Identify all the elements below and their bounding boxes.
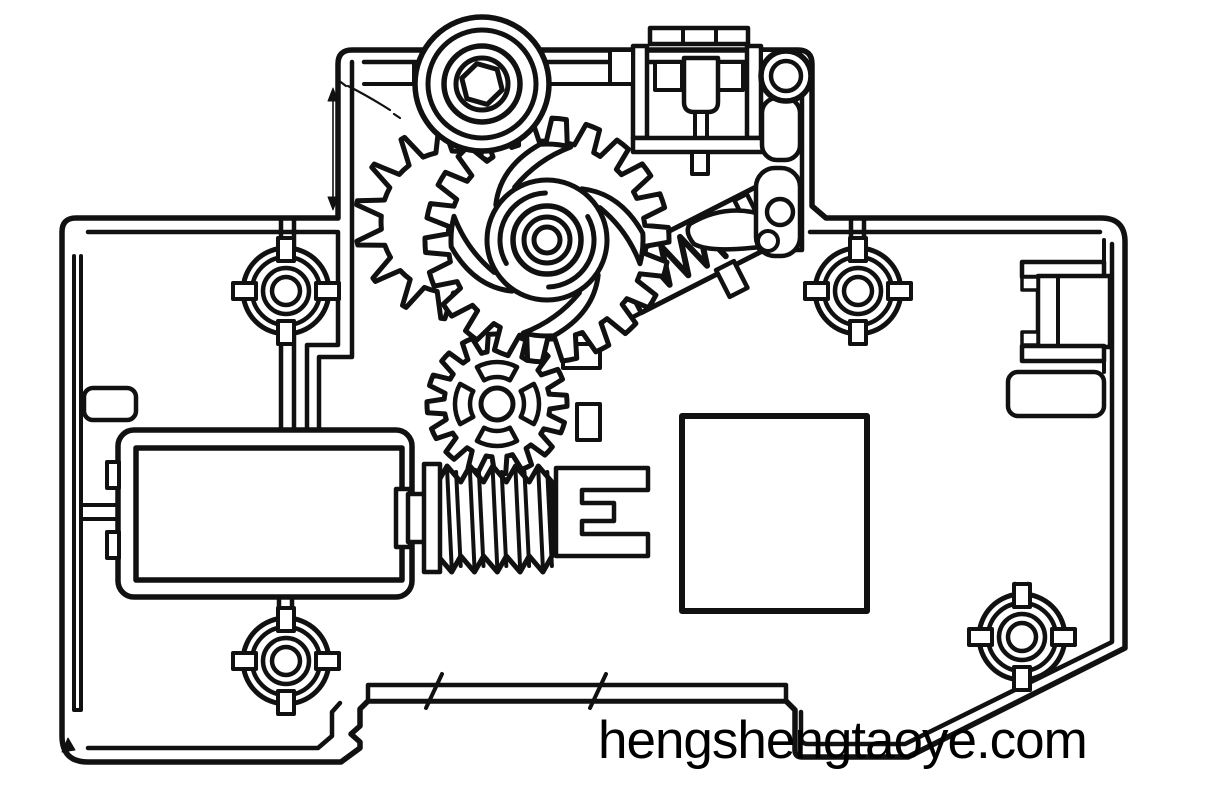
recess-flange-bottom	[1019, 343, 1107, 364]
terminal-wall-left	[630, 43, 650, 141]
motor-body	[115, 427, 415, 600]
motor-tab-lower	[105, 530, 121, 560]
mount-boss-se	[967, 582, 1077, 692]
terminal-cap	[647, 25, 751, 47]
sketch-mark	[336, 78, 402, 120]
mount-boss-se-tab-w	[967, 627, 994, 647]
mount-boss-sw-tab-e	[314, 651, 341, 671]
mount-boss-nw-tab-w	[231, 281, 258, 301]
gear-main-bore	[531, 224, 563, 256]
terminal-wing-left	[608, 48, 635, 86]
terminal-plate	[630, 135, 771, 155]
armature-lower	[753, 165, 803, 259]
partition-left-inner	[316, 59, 355, 431]
shaft-boss-ring	[425, 27, 539, 141]
recess-lower-pocket	[1005, 369, 1107, 419]
mount-boss-se-tab-e	[1050, 627, 1077, 647]
mount-boss-nw-bore	[269, 274, 303, 308]
worm-end-flange	[421, 461, 443, 575]
terminal-tab-left	[653, 60, 684, 92]
mount-boss-nw-tab-e	[314, 281, 341, 301]
dim-arrow-down	[327, 196, 339, 211]
motor-tab-upper	[105, 460, 121, 490]
dim-arrow-bottom-left	[61, 737, 76, 753]
terminal-stem-lower	[690, 150, 710, 176]
terminal-wall-right	[744, 43, 764, 141]
mount-boss-ne-bore	[841, 274, 875, 308]
terminal-plunger	[681, 55, 721, 115]
screw-head	[441, 43, 523, 125]
ledge-left	[362, 62, 416, 86]
mount-boss-se-bore	[1005, 620, 1039, 654]
shaft-boss-outer	[412, 14, 552, 154]
mount-boss-se-tab-s	[1012, 665, 1032, 692]
case-inner-right	[798, 229, 1115, 747]
screw-hole-inner	[768, 58, 804, 94]
mount-boss-ne-tab-n	[848, 236, 868, 263]
recess-hook-lower	[1020, 330, 1040, 347]
terminal-stem	[693, 110, 709, 140]
terminal-tab-right	[714, 60, 745, 92]
motor-mount-link	[81, 503, 120, 521]
mount-boss-ne-tab-w	[803, 281, 830, 301]
mount-boss-sw	[231, 606, 341, 716]
mount-boss-nw-ring-inner	[260, 265, 312, 317]
armature-pivot	[764, 196, 796, 228]
mount-boss-nw-tab-n	[276, 236, 296, 263]
screw-socket-hex	[459, 61, 505, 107]
gear-main-hub-inner	[521, 214, 573, 266]
recess-hook-upper	[1020, 275, 1040, 292]
gear-intermediate-slots	[452, 359, 542, 449]
terminal-cap-dividers	[681, 26, 718, 46]
wall-pocket	[81, 385, 139, 423]
armature-upper	[759, 95, 803, 163]
dim-arrow-up	[327, 87, 339, 102]
gear-main	[422, 115, 672, 365]
gear-main-notched-ring	[497, 190, 597, 290]
rail-break-tick-left	[424, 672, 444, 710]
mount-boss-sw-tab-n	[276, 606, 296, 633]
case-outline-outer	[59, 47, 1128, 765]
mount-boss-nw-tab-s	[276, 319, 296, 346]
worm-gear-threads	[445, 468, 554, 570]
mount-boss-ne-tab-e	[886, 281, 913, 301]
boss-nw-stem-lower	[278, 331, 297, 433]
worm-bearing-bracket	[553, 465, 651, 559]
gear-main-hub-mid	[510, 203, 584, 277]
wall-stub-lower	[575, 402, 602, 442]
mount-boss-se-tab-n	[1012, 582, 1032, 609]
component-box	[679, 413, 870, 614]
recess-box	[1035, 273, 1113, 350]
gear-main-spokes	[448, 141, 646, 339]
mount-boss-sw-tab-s	[276, 689, 296, 716]
mount-boss-sw-bore	[269, 644, 303, 678]
gear-main-hub-outer	[484, 177, 610, 303]
mount-boss-ne-tab-s	[848, 319, 868, 346]
gear-intermediate-bore	[478, 385, 516, 423]
mount-boss-ne-ring-inner	[832, 265, 884, 317]
mount-boss-se-ring-inner	[996, 611, 1048, 663]
mount-boss-nw	[231, 236, 341, 346]
rail-break-tick-right	[588, 672, 608, 710]
mount-boss-ne	[803, 236, 913, 346]
case-inner-left-wall	[72, 254, 83, 712]
plunger-tab-lower	[713, 258, 750, 300]
rail-bar	[365, 682, 789, 704]
worm-gear	[435, 463, 555, 575]
watermark-text: hengshengtaoye.com	[598, 711, 1088, 770]
screw-socket-ring	[453, 55, 511, 113]
mount-boss-sw-tab-w	[231, 651, 258, 671]
screw-hole-outer	[758, 48, 814, 104]
case-inner-bottom-left	[85, 700, 343, 751]
mount-boss-sw-ring-inner	[260, 635, 312, 687]
armature-pin	[756, 229, 780, 253]
